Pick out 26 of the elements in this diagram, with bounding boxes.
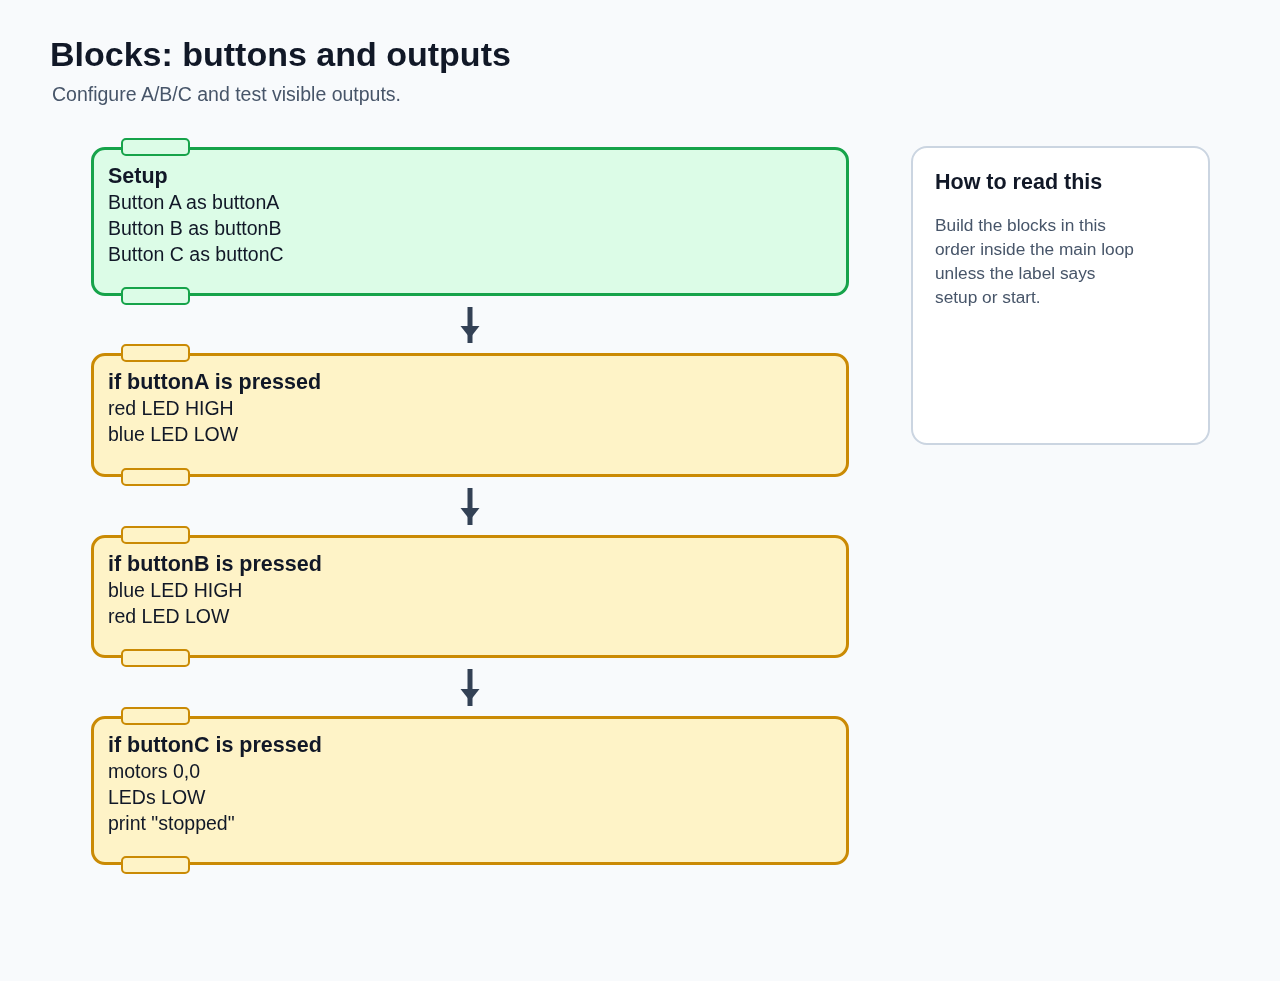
subtitle: Configure A/B/C and test visible outputs.: [52, 82, 402, 107]
code-line: blue LED HIGH: [108, 578, 243, 603]
block-heading: if buttonB is pressed: [108, 551, 322, 577]
arrow: [460, 307, 480, 343]
code-line: red LED HIGH: [108, 396, 234, 421]
panel-heading: How to read this: [935, 169, 1103, 195]
code-block: [91, 716, 849, 865]
code-line: blue LED LOW: [108, 422, 239, 447]
panel-text: Build the blocks in this order inside the main loop unless the label says setup or start.: [935, 214, 1135, 309]
code-line: LEDs LOW: [108, 785, 206, 810]
code-block: [91, 147, 849, 296]
arrow: [460, 488, 480, 525]
info-panel: [911, 146, 1210, 445]
code-line: red LED LOW: [108, 604, 230, 629]
block-heading: if buttonC is pressed: [108, 732, 322, 758]
code-line: Button C as buttonC: [108, 242, 284, 267]
code-line: print "stopped": [108, 811, 235, 836]
code-block: [91, 535, 849, 658]
block-heading: Setup: [108, 163, 168, 189]
code-line: Button B as buttonB: [108, 216, 282, 241]
diagram-title: Blocks: buttons and outputs: [50, 34, 511, 75]
code-line: motors 0,0: [108, 759, 201, 784]
code-block: [91, 353, 849, 477]
arrow: [460, 669, 480, 706]
block-heading: if buttonA is pressed: [108, 369, 322, 395]
code-line: Button A as buttonA: [108, 190, 280, 215]
